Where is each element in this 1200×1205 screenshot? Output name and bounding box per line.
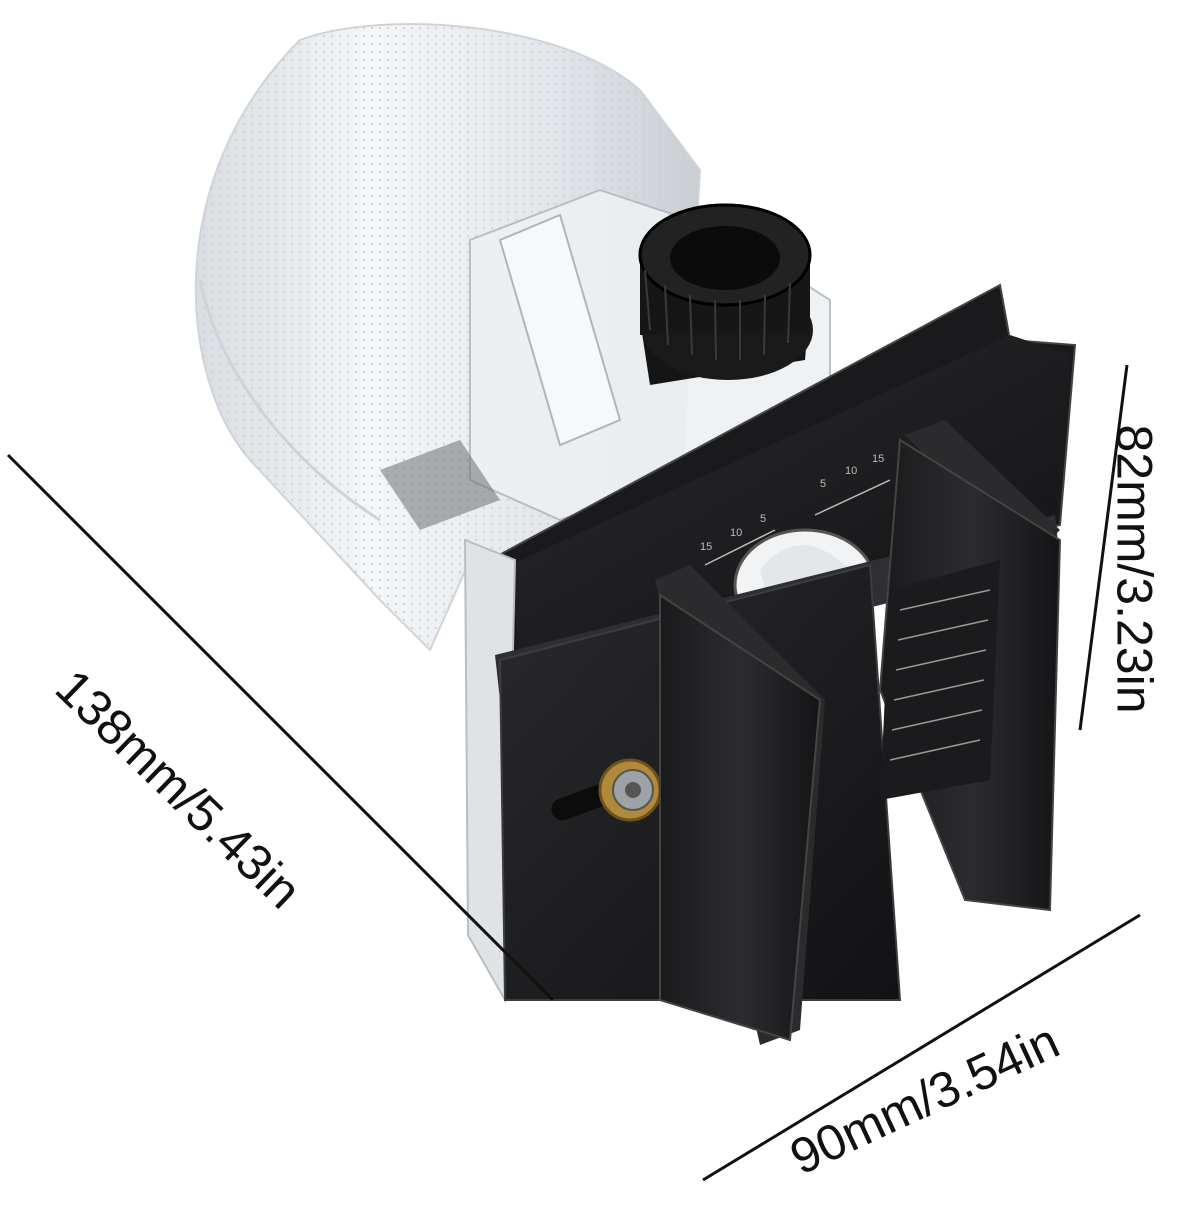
scale-mark: 10 (845, 465, 857, 477)
fence-fin-right (878, 420, 1062, 912)
top-scale-left: 15 10 5 (700, 513, 776, 566)
length-dimension-line (6, 453, 555, 1002)
top-scale-right: 5 10 15 (814, 453, 891, 516)
height-label: 82mm/3.23in (1106, 424, 1163, 714)
scale-mark: 5 (820, 478, 826, 490)
scale-mark: 5 (760, 513, 766, 525)
width-dimension-line (702, 913, 1141, 1182)
fence-fin-left (655, 565, 825, 1045)
scale-mark: 10 (730, 527, 742, 539)
base-plate (463, 283, 1077, 1004)
scale-mark: 15 (872, 453, 884, 465)
height-dimension-line (1078, 364, 1129, 731)
depth-knob[interactable] (638, 203, 813, 385)
scale-mark: 15 (700, 541, 712, 553)
vertical-scale (889, 589, 991, 761)
